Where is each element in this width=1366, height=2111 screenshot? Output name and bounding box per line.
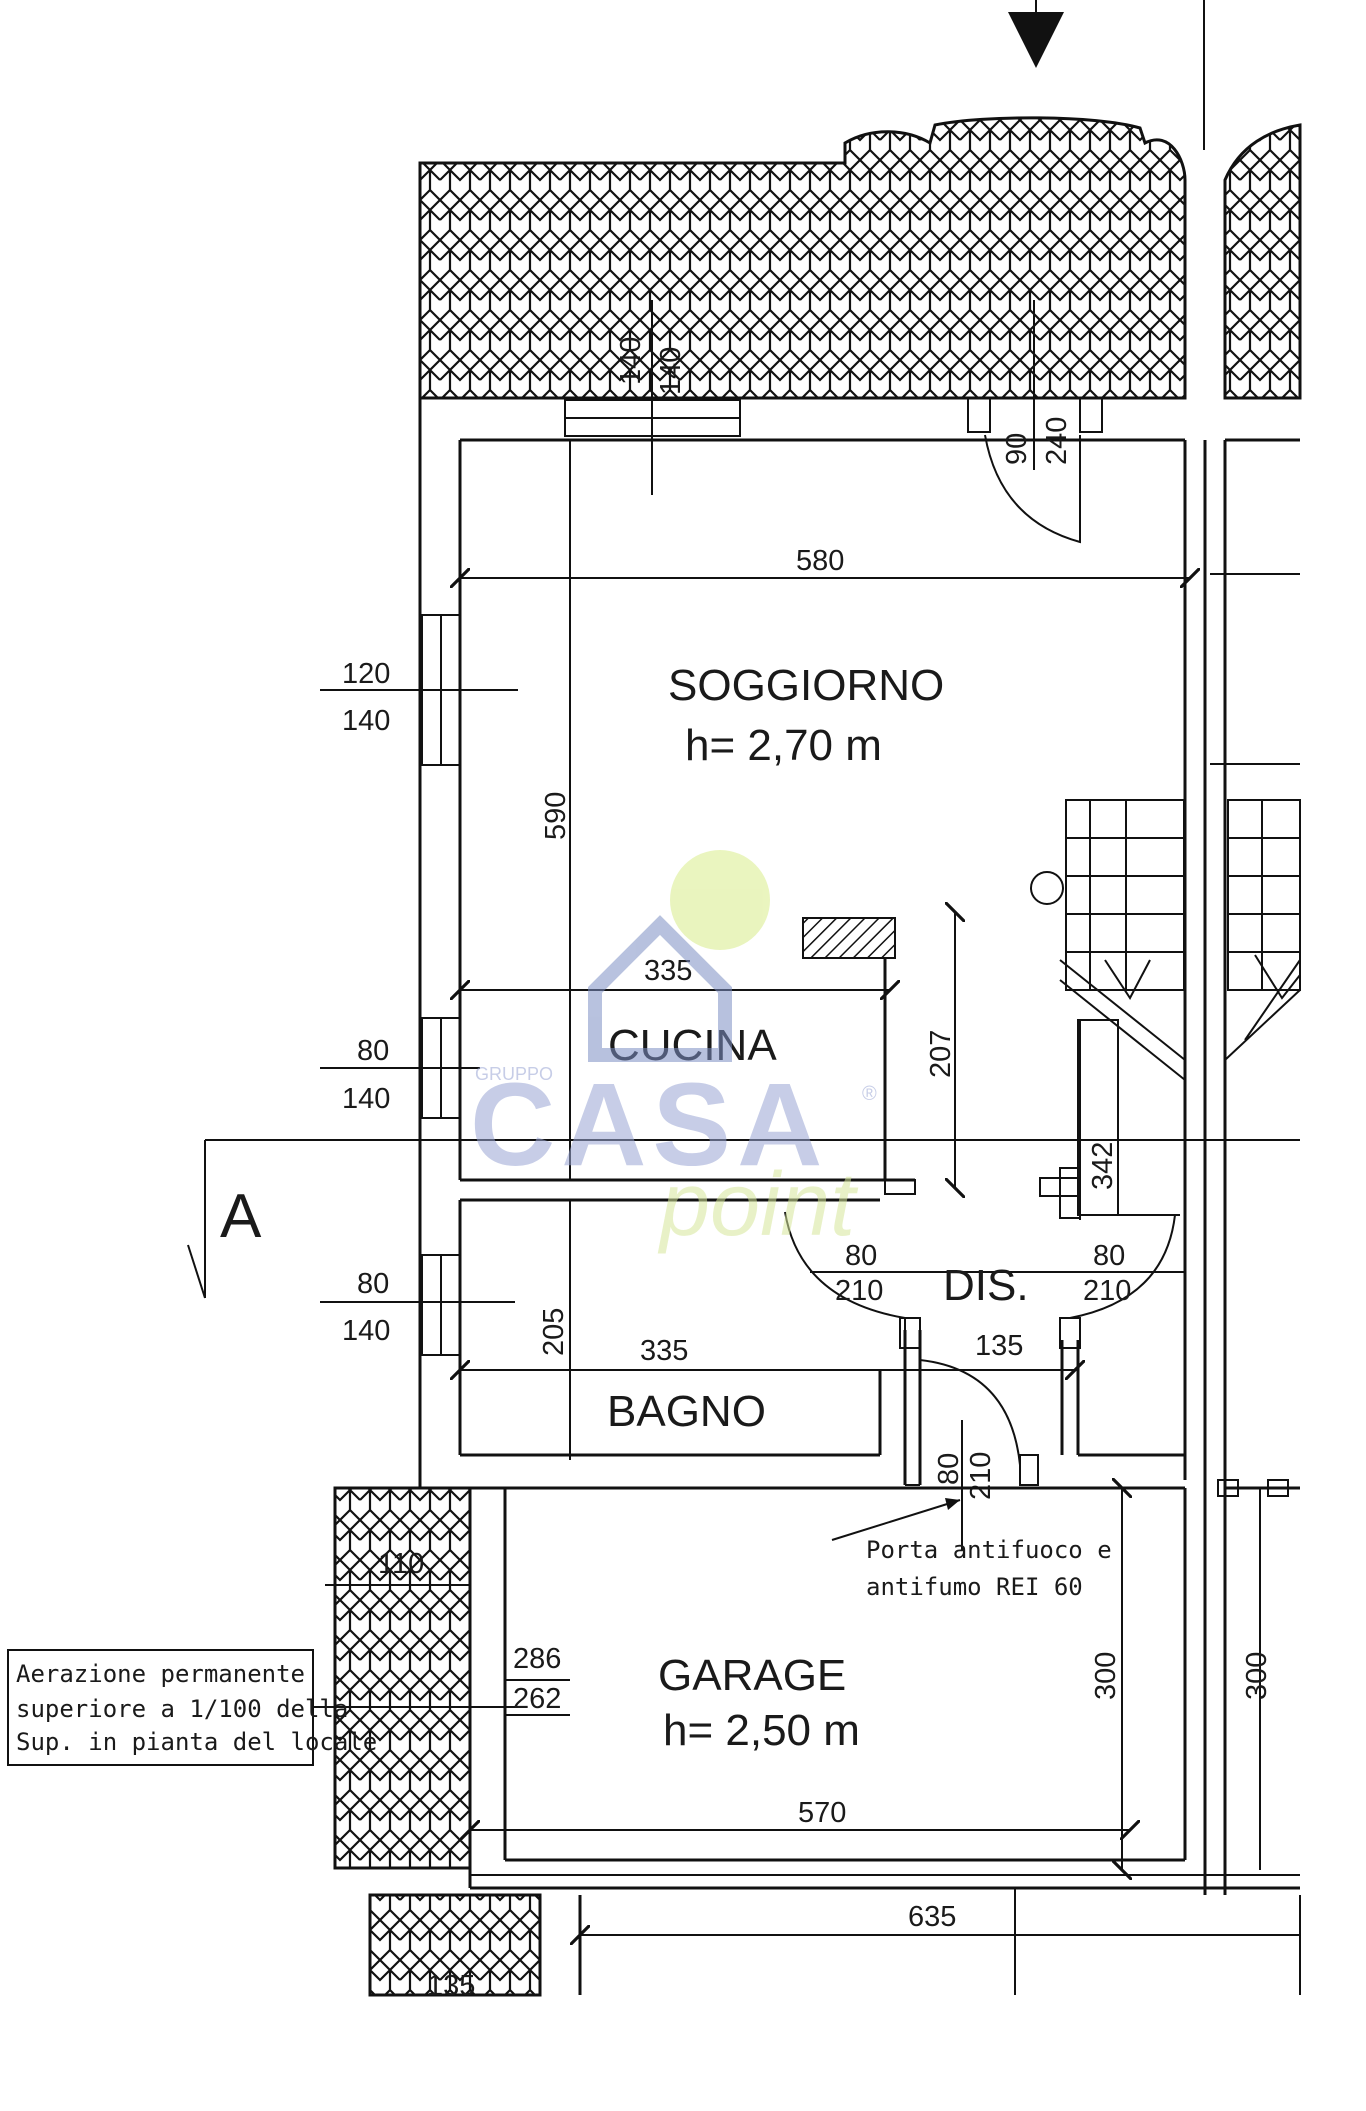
dim-bottom-partial: 135 [427,1970,475,2002]
dim-entry-door-w: 90 [1001,433,1033,465]
staircase [1030,799,1301,1220]
north-arrow-icon [1008,0,1064,68]
watermark-brand: CASA [470,1059,828,1191]
watermark-reg: ® [862,1083,877,1105]
dim-bagno-width: 335 [640,1335,688,1367]
room-soggiorno-name: SOGGIORNO [668,661,944,710]
dim-cucina-width: 335 [644,955,692,987]
exterior-walls [418,163,1300,1895]
dim-entry-door-h: 240 [1041,417,1073,465]
section-line-a [187,1139,1300,1299]
dim-fire-door-h: 210 [965,1452,997,1500]
section-marker-a: A [220,1182,262,1251]
room-bagno-name: BAGNO [607,1387,766,1436]
dim-window-left-3-w: 80 [357,1268,389,1300]
dim-cucina-depth: 207 [925,1030,957,1078]
left-window-3 [421,1254,461,1356]
dim-window-left-1-w: 120 [342,658,390,690]
garage-side-wall-hatched [333,1486,472,1870]
dim-garage-vent-2: 262 [513,1683,561,1715]
garage-walls [468,1479,1300,1890]
dim-window-left-1-h: 140 [342,705,390,737]
dim-window-left-3-h: 140 [342,1315,390,1347]
dim-door-dis-left-h: 210 [835,1275,883,1307]
dim-garage-depth: 300 [1090,1652,1122,1700]
dim-wall-110: 110 [378,1548,424,1580]
dim-neighbor-depth: 300 [1241,1652,1273,1700]
bottom-hatched-wall [368,1893,1301,1997]
note-fire-door-line1: Porta antifuoco e [866,1536,1112,1564]
watermark-group: GRUPPO [475,1064,553,1084]
watermark-dot-icon [670,850,770,950]
dim-stair: 342 [1087,1142,1119,1190]
dim-garage-width: 570 [798,1797,846,1829]
dim-bagno-depth: 205 [538,1308,570,1356]
note-vent-line1: Aerazione permanente [16,1660,305,1688]
room-garage-name: GARAGE [658,1651,846,1700]
dim-door-dis-right-h: 210 [1083,1275,1131,1307]
note-fire-door-line2: antifumo REI 60 [866,1573,1083,1601]
dim-door-dis-left-w: 80 [845,1240,877,1272]
room-garage-height: h= 2,50 m [663,1706,860,1755]
dim-bottom-width: 635 [908,1901,956,1933]
watermark-sub: point [657,1155,859,1255]
room-dis-name: DIS. [943,1261,1029,1310]
fire-door [905,1359,1039,1486]
terrace-hatched [418,116,1302,400]
note-vent-line3: Sup. in pianta del locale [16,1728,377,1756]
dim-window-left-2-w: 80 [357,1035,389,1067]
dim-soggiorno-width: 580 [796,545,844,577]
room-soggiorno-height: h= 2,70 m [685,721,882,770]
dim-garage-vent-1: 286 [513,1643,561,1675]
dim-fire-door-w: 80 [933,1453,965,1485]
dim-soggiorno-depth: 590 [540,792,572,840]
casapoint-watermark: GRUPPO CASA ® point [470,850,877,1255]
dim-dis-width: 135 [975,1330,1023,1362]
dim-top-window-b: 140 [655,347,687,395]
note-vent-line2: superiore a 1/100 della [16,1695,348,1723]
vent-note-box [7,1649,515,1766]
dim-window-left-2-h: 140 [342,1083,390,1115]
dim-door-dis-right-w: 80 [1093,1240,1125,1272]
entry-door [967,397,1103,544]
watermark-house-icon [588,915,732,1062]
kitchen-counter [802,917,896,959]
bagno-walls [458,1198,922,1485]
dim-top-window-a: 140 [615,337,647,385]
dis-doors [784,1167,1185,1457]
